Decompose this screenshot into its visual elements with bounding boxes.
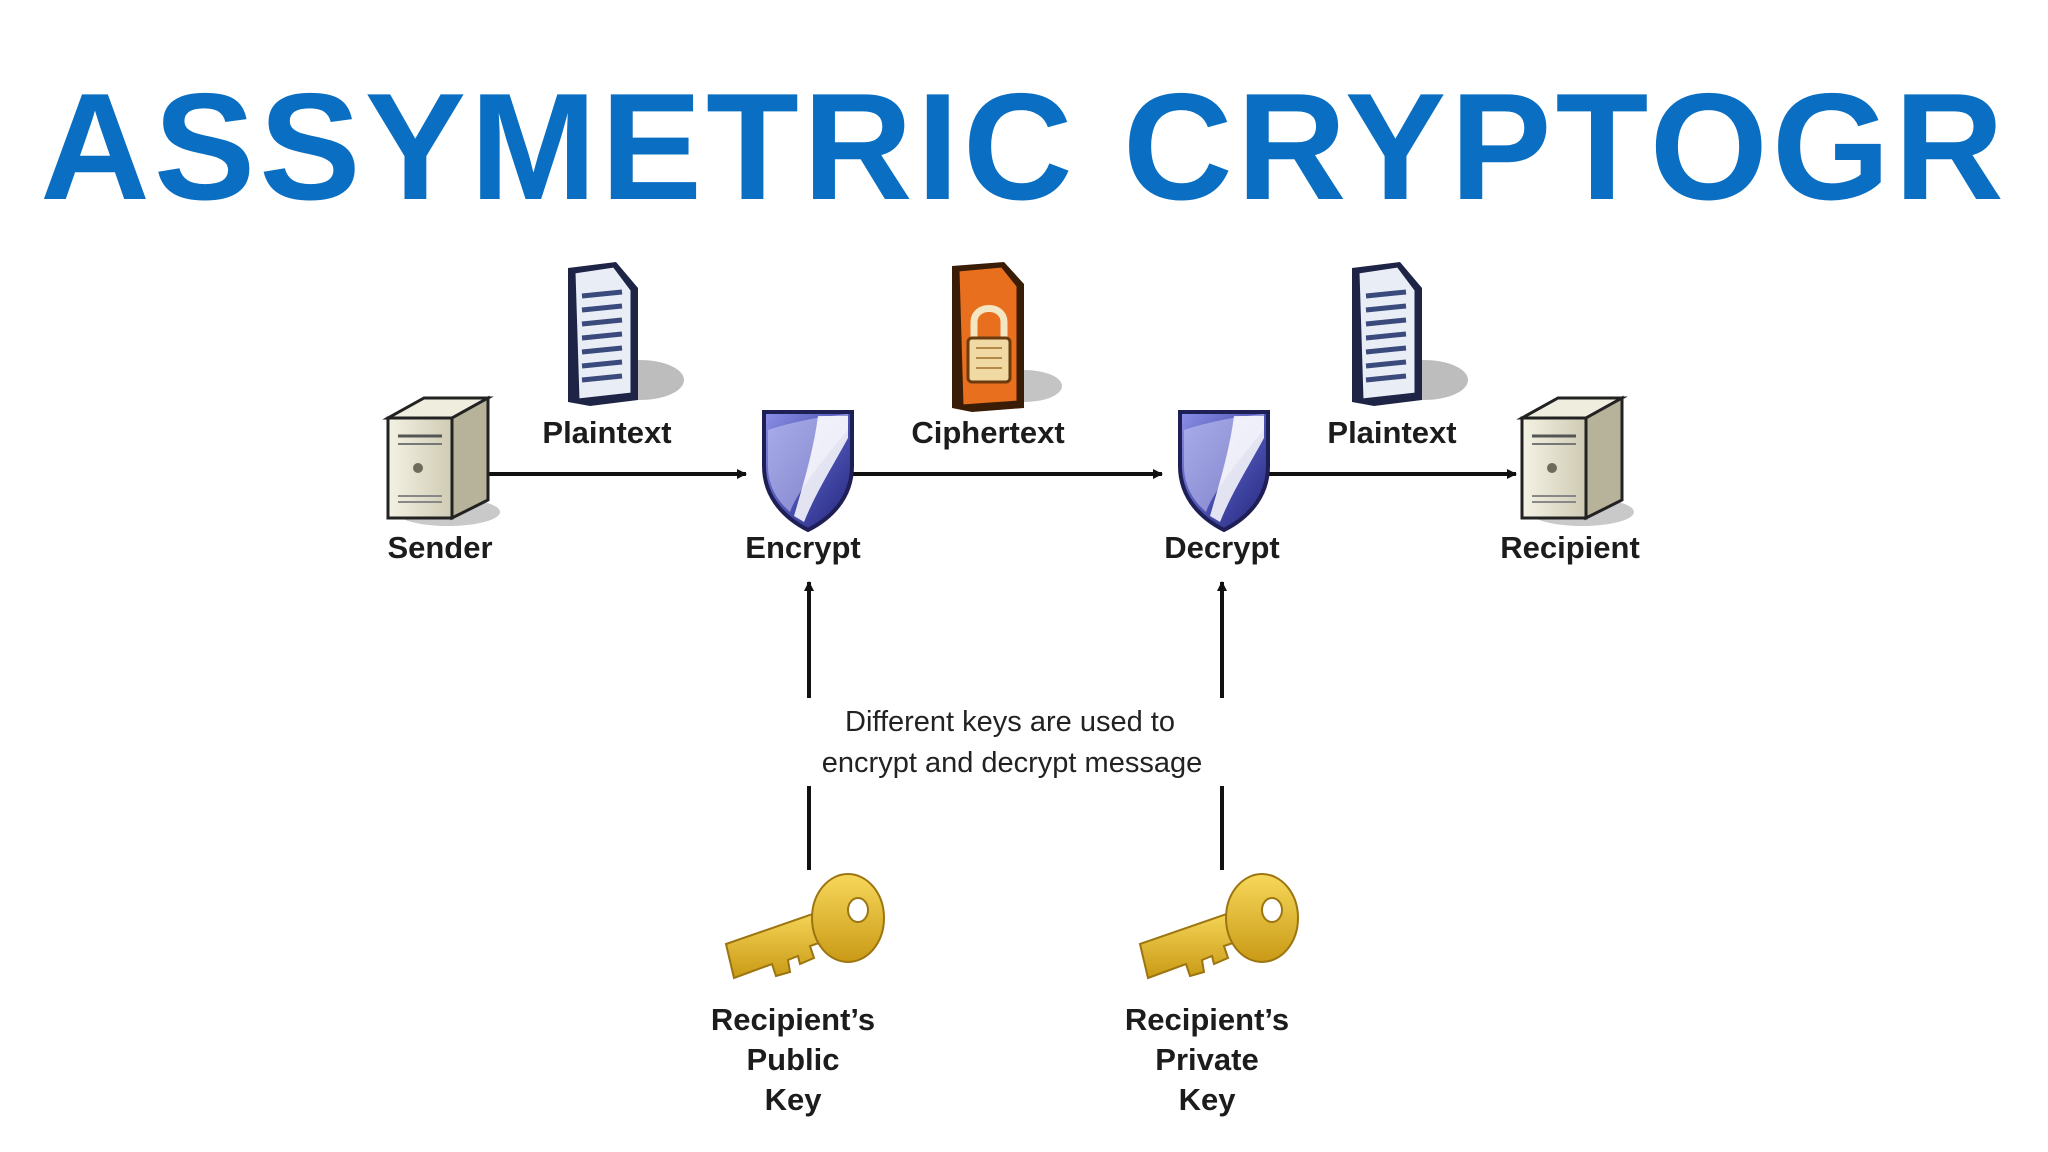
recipient-server-icon xyxy=(1516,395,1634,526)
plaintext-document-icon xyxy=(568,262,684,406)
plaintext-document-icon xyxy=(1352,262,1468,406)
private-key-label-line-1: Recipient’s xyxy=(1125,1002,1289,1037)
page-title: ASSYMETRIC CRYPTOGR xyxy=(40,72,2008,222)
sender-server-icon xyxy=(382,395,500,526)
private-key-label-line-3: Key xyxy=(1179,1082,1237,1117)
encrypt-shield-icon xyxy=(762,410,854,533)
public-key-icon xyxy=(724,873,885,980)
note-line-1: Different keys are used to xyxy=(845,706,1175,738)
note-line-2: encrypt and decrypt message xyxy=(822,747,1202,779)
plaintext-in-label: Plaintext xyxy=(542,415,671,450)
private-key-label-line-2: Private xyxy=(1155,1042,1258,1077)
decrypt-label: Decrypt xyxy=(1164,530,1279,565)
public-key-label-line-1: Recipient’s xyxy=(711,1002,875,1037)
sender-label: Sender xyxy=(387,530,492,565)
key-arrows xyxy=(790,581,1240,870)
private-key-icon xyxy=(1138,873,1299,980)
recipient-label: Recipient xyxy=(1500,530,1640,565)
decrypt-shield-icon xyxy=(1178,410,1270,533)
public-key-label-line-2: Public xyxy=(746,1042,839,1077)
ciphertext-label: Ciphertext xyxy=(911,415,1064,450)
plaintext-out-label: Plaintext xyxy=(1327,415,1456,450)
locked-document-icon xyxy=(952,262,1062,412)
encrypt-label: Encrypt xyxy=(745,530,860,565)
public-key-label-line-3: Key xyxy=(765,1082,823,1117)
